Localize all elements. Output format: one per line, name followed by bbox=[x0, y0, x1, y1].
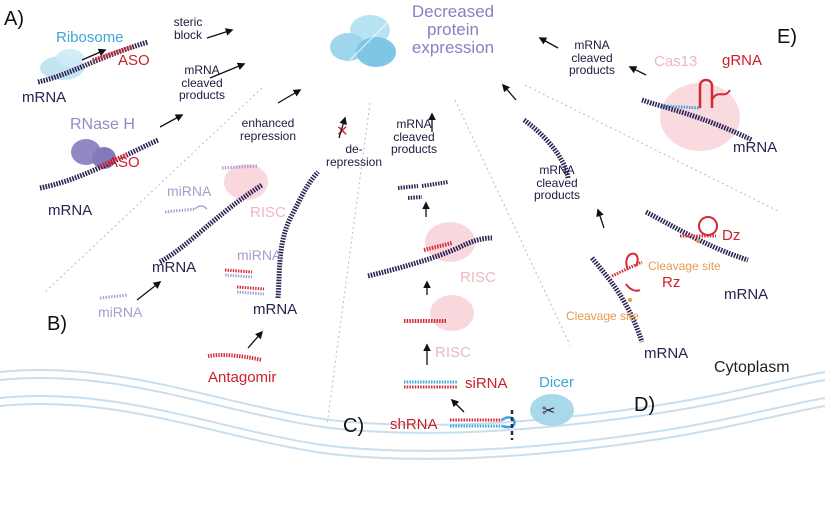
scissors-icon: ✂ bbox=[542, 401, 555, 420]
derep-line-1: de- bbox=[345, 142, 363, 156]
mirna-label-top: miRNA bbox=[167, 183, 212, 199]
cleaved-a-line-1: mRNA bbox=[184, 63, 220, 77]
panel-e-graphics bbox=[501, 37, 754, 151]
mrna-label-b-right: mRNA bbox=[253, 301, 298, 318]
mrna-strand bbox=[641, 97, 754, 143]
outcome-line-3: expression bbox=[411, 37, 495, 57]
mirna-free bbox=[164, 207, 196, 214]
panel-d-label: D) bbox=[634, 394, 656, 416]
cell-membrane bbox=[0, 369, 825, 460]
mrna-strand bbox=[275, 170, 320, 299]
aso-label-top: ASO bbox=[118, 52, 150, 69]
cas13-label: Cas13 bbox=[654, 53, 698, 70]
outcome-line-2: protein bbox=[427, 19, 479, 39]
cleaved-products-label-a: mRNA cleaved products bbox=[172, 64, 232, 102]
dicer-icon: ✂ bbox=[530, 394, 574, 426]
cleavage-site-label-2: Cleavage site bbox=[566, 309, 639, 323]
derepression-label: de- repression bbox=[324, 143, 384, 168]
mirna-label-mid: miRNA bbox=[237, 247, 282, 263]
cleaved-products-label-c: mRNA cleaved products bbox=[384, 118, 444, 156]
rnase-h-label: RNase H bbox=[70, 116, 135, 133]
antagomir-label: Antagomir bbox=[208, 369, 277, 386]
cas13-protein bbox=[660, 83, 740, 151]
steric-block-label: steric block bbox=[168, 16, 208, 41]
mirna-free bbox=[99, 293, 129, 300]
ribosome-label: Ribosome bbox=[56, 29, 124, 46]
grna-label: gRNA bbox=[722, 52, 763, 69]
risc-complex bbox=[430, 295, 474, 331]
mrna-strand bbox=[644, 209, 749, 263]
cleaved-c-line-2: cleaved bbox=[393, 129, 435, 144]
cleaved-d-line-1: mRNA bbox=[539, 163, 575, 177]
cytoplasm-label: Cytoplasm bbox=[714, 359, 790, 376]
cleaved-e-line-1: mRNA bbox=[574, 38, 610, 52]
panel-b-label: B) bbox=[47, 313, 67, 335]
aso-strand bbox=[99, 152, 129, 168]
panel-e-label: E) bbox=[777, 26, 797, 48]
cleaved-e-line-2: cleaved bbox=[571, 50, 613, 65]
mrna-label-d-bottom: mRNA bbox=[644, 345, 689, 362]
enh-line-1: enhanced bbox=[241, 116, 295, 130]
mrna-cleaved bbox=[522, 117, 571, 179]
mrna-strand bbox=[158, 182, 264, 265]
rz-label: Rz bbox=[662, 274, 681, 291]
enh-line-2: repression bbox=[239, 128, 297, 143]
sirna-guide bbox=[423, 241, 453, 252]
mrna-strand bbox=[367, 235, 493, 279]
derep-line-2: repression bbox=[325, 154, 383, 169]
dz-label: Dz bbox=[722, 227, 741, 244]
protein-cloud-icon bbox=[330, 15, 396, 67]
outcome-line-1: Decreased bbox=[411, 2, 495, 21]
panel-dividers bbox=[44, 84, 781, 426]
cleaved-products-label-d: mRNA cleaved products bbox=[527, 164, 587, 202]
cleaved-a-line-3: products bbox=[178, 88, 226, 103]
cleaved-d-line-3: products bbox=[533, 188, 581, 203]
enhanced-repression-label: enhanced repression bbox=[233, 117, 303, 142]
aso-strand bbox=[92, 45, 133, 62]
mrna-strand bbox=[39, 137, 160, 191]
panel-d-graphics bbox=[522, 117, 749, 343]
outcome-title: Decreased protein expression bbox=[398, 3, 508, 57]
antagomir-strand bbox=[207, 353, 263, 362]
risc-label-c-bottom: RISC bbox=[435, 344, 471, 361]
mrna-fragment bbox=[397, 184, 419, 190]
cleaved-e-line-3: products bbox=[568, 63, 616, 78]
cleaved-d-line-2: cleaved bbox=[536, 175, 578, 190]
steric-line-1: steric bbox=[173, 15, 203, 29]
panel-b-graphics: ✕ bbox=[99, 89, 349, 362]
mrna-label-a1: mRNA bbox=[22, 89, 67, 106]
mrna-label-e: mRNA bbox=[733, 139, 778, 156]
mrna-label-a2: mRNA bbox=[48, 202, 93, 219]
risc-label-b: RISC bbox=[250, 204, 286, 221]
aso-label-bottom: ASO bbox=[108, 154, 140, 171]
dicer-label: Dicer bbox=[539, 374, 575, 391]
cleavage-site-label-1: Cleavage site bbox=[648, 259, 721, 273]
risc-label-c-top: RISC bbox=[460, 269, 496, 286]
sirna-label: siRNA bbox=[465, 375, 508, 392]
mirna-antagomir-duplex bbox=[224, 268, 253, 274]
cleaved-products-label-e: mRNA cleaved products bbox=[562, 39, 622, 77]
panel-c-label: C) bbox=[343, 415, 365, 437]
mirna-strand bbox=[221, 164, 259, 170]
mrna-label-b-left: mRNA bbox=[152, 259, 197, 276]
shrna-label: shRNA bbox=[390, 416, 438, 433]
mirna-label-bottom: miRNA bbox=[98, 304, 143, 320]
grna-hairpin bbox=[698, 78, 714, 108]
grna-guide bbox=[661, 104, 701, 110]
mrna-strand bbox=[590, 256, 645, 343]
panel-a-graphics bbox=[37, 28, 246, 191]
cleaved-c-line-1: mRNA bbox=[396, 117, 432, 131]
cleaved-c-line-3: products bbox=[390, 142, 438, 157]
panel-a-label: A) bbox=[4, 8, 24, 30]
steric-line-2: block bbox=[173, 27, 202, 42]
mrna-label-d-right: mRNA bbox=[724, 286, 769, 303]
panel-c-graphics: ✂ bbox=[367, 112, 574, 440]
cleaved-a-line-2: cleaved bbox=[181, 75, 223, 90]
